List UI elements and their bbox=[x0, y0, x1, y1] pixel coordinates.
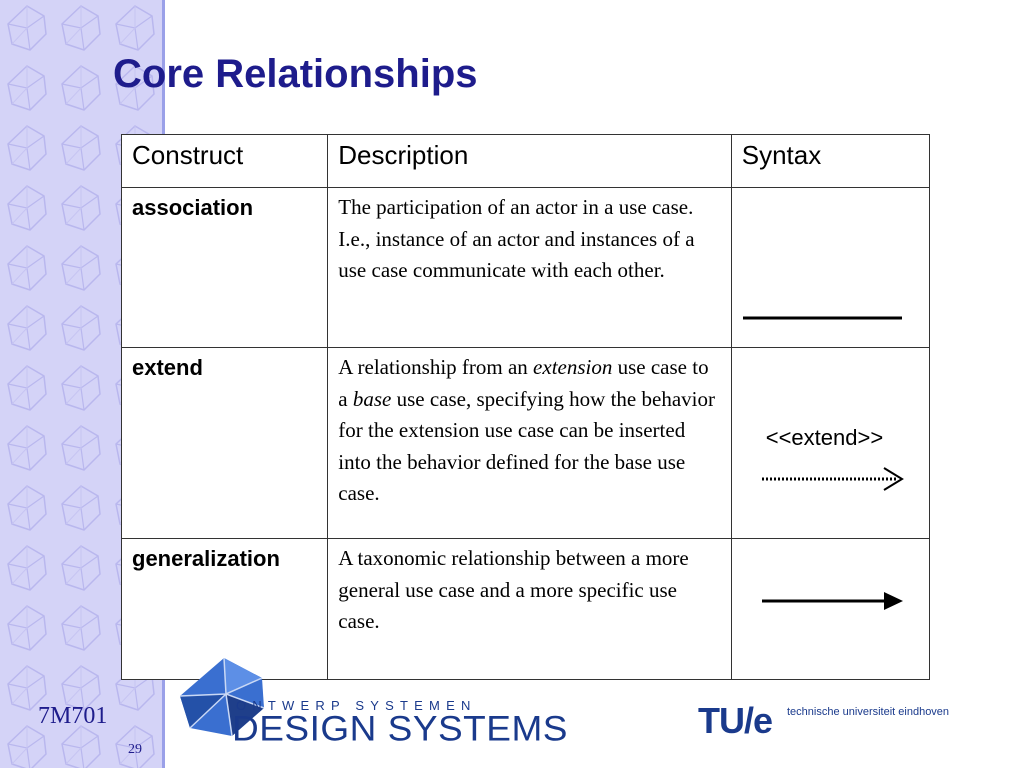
extend-stereotype-label: <<extend>> bbox=[765, 425, 884, 450]
page-number: 29 bbox=[128, 742, 142, 757]
description-text: use case, specifying how the behavior fo… bbox=[338, 386, 715, 506]
description-generalization: A taxonomic relationship between a more … bbox=[327, 538, 732, 680]
table-row-extend: extend A relationship from an extension … bbox=[120, 347, 931, 539]
header-description: Description bbox=[327, 134, 732, 188]
construct-generalization: generalization bbox=[120, 538, 329, 680]
table-header-row: Construct Description Syntax bbox=[120, 134, 931, 188]
relationships-table: Construct Description Syntax association… bbox=[120, 134, 931, 680]
tue-logo-mark: TU/e bbox=[698, 700, 773, 741]
design-systems-wordmark: DESIGN SYSTEMS bbox=[232, 709, 568, 748]
table-row-association: association The participation of an acto… bbox=[120, 187, 931, 348]
description-text: use case to a bbox=[338, 355, 709, 411]
syntax-association bbox=[730, 187, 931, 348]
description-association: The participation of an actor in a use c… bbox=[327, 187, 732, 348]
solid-line-icon bbox=[742, 316, 902, 320]
header-construct: Construct bbox=[120, 134, 329, 188]
solid-arrow-icon bbox=[761, 592, 903, 610]
slide-title: Core Relationships bbox=[113, 52, 478, 96]
syntax-extend: <<extend>> bbox=[730, 347, 931, 539]
description-italic-extension: extension bbox=[533, 355, 613, 379]
syntax-generalization bbox=[730, 538, 931, 680]
design-systems-subtitle: ONTWERP SYSTEMEN bbox=[236, 698, 477, 713]
construct-association: association bbox=[120, 187, 329, 348]
description-extend: A relationship from an extension use cas… bbox=[327, 347, 732, 539]
construct-extend: extend bbox=[120, 347, 329, 539]
description-text: A relationship from an bbox=[338, 355, 534, 379]
description-italic-base: base bbox=[352, 386, 392, 411]
design-systems-polyhedron-logo bbox=[179, 657, 265, 737]
course-code: 7M701 bbox=[38, 703, 108, 729]
header-syntax: Syntax bbox=[730, 134, 931, 188]
dotted-arrow-icon bbox=[761, 467, 904, 491]
tue-logo-text: technische universiteit eindhoven bbox=[787, 706, 950, 718]
table-row-generalization: generalization A taxonomic relationship … bbox=[120, 538, 931, 680]
